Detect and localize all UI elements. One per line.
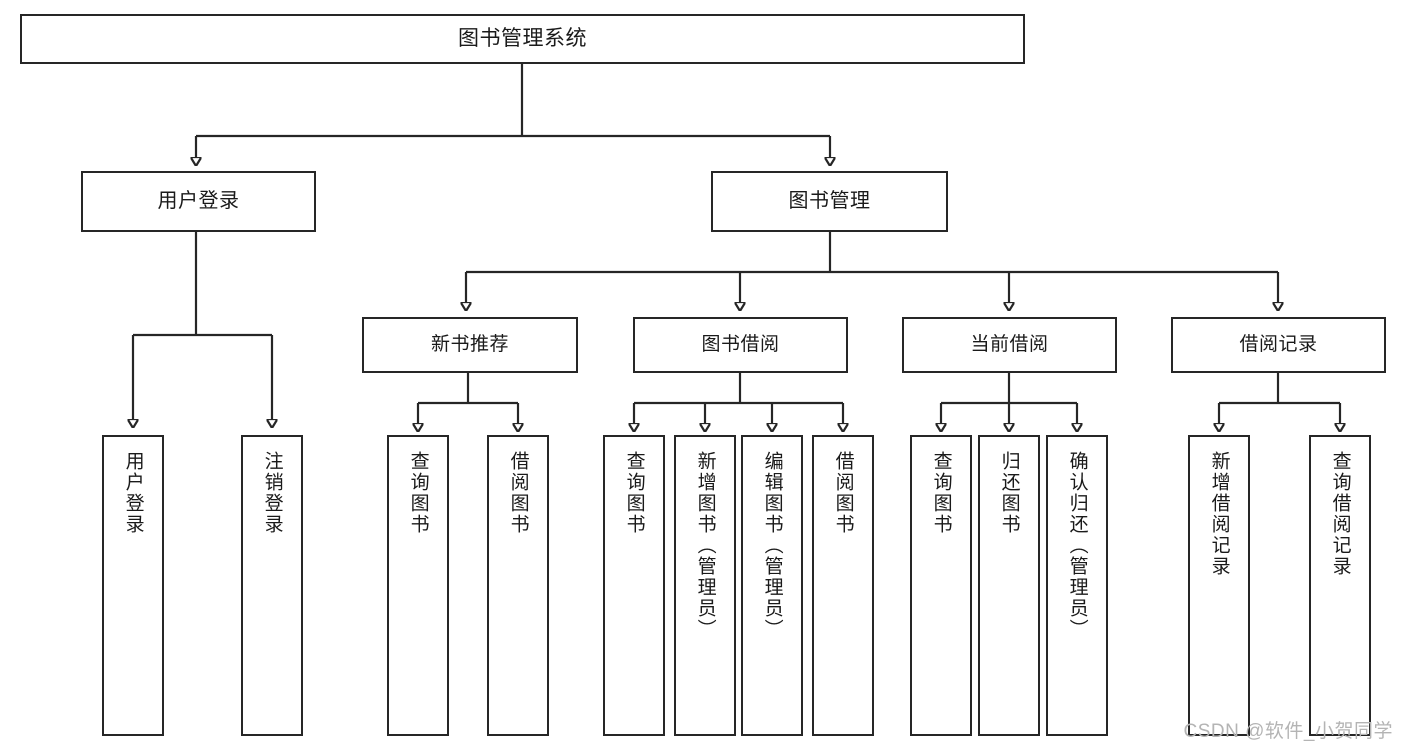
node-leaf-return-book-label: 归还图书: [998, 451, 1020, 535]
node-root-label: 图书管理系统: [458, 26, 587, 50]
node-leaf-user-login-label: 用户登录: [122, 451, 144, 535]
node-leaf-return-book[interactable]: 归还图书: [978, 435, 1040, 736]
node-root[interactable]: 图书管理系统: [20, 14, 1025, 64]
node-leaf-borrow-book[interactable]: 借阅图书: [812, 435, 874, 736]
node-leaf-add-book-admin-label: 新增图书（管理员）: [694, 451, 716, 640]
node-book-borrow[interactable]: 图书借阅: [633, 317, 848, 373]
node-leaf-query-book-current-label: 查询图书: [930, 451, 952, 535]
node-current-borrow-label: 当前借阅: [970, 334, 1049, 356]
node-leaf-query-borrow-record[interactable]: 查询借阅记录: [1309, 435, 1371, 736]
node-leaf-add-book-admin[interactable]: 新增图书（管理员）: [674, 435, 736, 736]
node-leaf-add-borrow-record[interactable]: 新增借阅记录: [1188, 435, 1250, 736]
node-leaf-query-book-borrow[interactable]: 查询图书: [603, 435, 665, 736]
node-leaf-add-borrow-record-label: 新增借阅记录: [1208, 451, 1230, 577]
node-borrow-record-label: 借阅记录: [1239, 334, 1318, 356]
node-leaf-user-login[interactable]: 用户登录: [102, 435, 164, 736]
node-leaf-logout-label: 注销登录: [261, 451, 283, 535]
node-borrow-record[interactable]: 借阅记录: [1171, 317, 1386, 373]
node-leaf-edit-book-admin-label: 编辑图书（管理员）: [761, 451, 783, 640]
node-leaf-query-book-borrow-label: 查询图书: [623, 451, 645, 535]
node-current-borrow[interactable]: 当前借阅: [902, 317, 1117, 373]
node-book-borrow-label: 图书借阅: [701, 334, 780, 356]
node-leaf-borrow-book-label: 借阅图书: [832, 451, 854, 535]
node-leaf-confirm-return-admin[interactable]: 确认归还（管理员）: [1046, 435, 1108, 736]
node-new-book-recommend-label: 新书推荐: [430, 334, 509, 356]
node-leaf-query-book-recommend[interactable]: 查询图书: [387, 435, 449, 736]
node-leaf-logout[interactable]: 注销登录: [241, 435, 303, 736]
node-leaf-query-book-current[interactable]: 查询图书: [910, 435, 972, 736]
node-user-login[interactable]: 用户登录: [81, 171, 316, 232]
node-leaf-edit-book-admin[interactable]: 编辑图书（管理员）: [741, 435, 803, 736]
node-user-login-label: 用户登录: [157, 190, 240, 212]
watermark: CSDN @软件_小贺同学: [1183, 721, 1393, 742]
node-leaf-query-borrow-record-label: 查询借阅记录: [1329, 451, 1351, 577]
node-leaf-borrow-book-recommend-label: 借阅图书: [507, 451, 529, 535]
node-new-book-recommend[interactable]: 新书推荐: [362, 317, 578, 373]
node-leaf-query-book-recommend-label: 查询图书: [407, 451, 429, 535]
node-leaf-confirm-return-admin-label: 确认归还（管理员）: [1066, 451, 1088, 640]
node-book-management-label: 图书管理: [788, 190, 871, 212]
node-leaf-borrow-book-recommend[interactable]: 借阅图书: [487, 435, 549, 736]
node-book-management[interactable]: 图书管理: [711, 171, 948, 232]
